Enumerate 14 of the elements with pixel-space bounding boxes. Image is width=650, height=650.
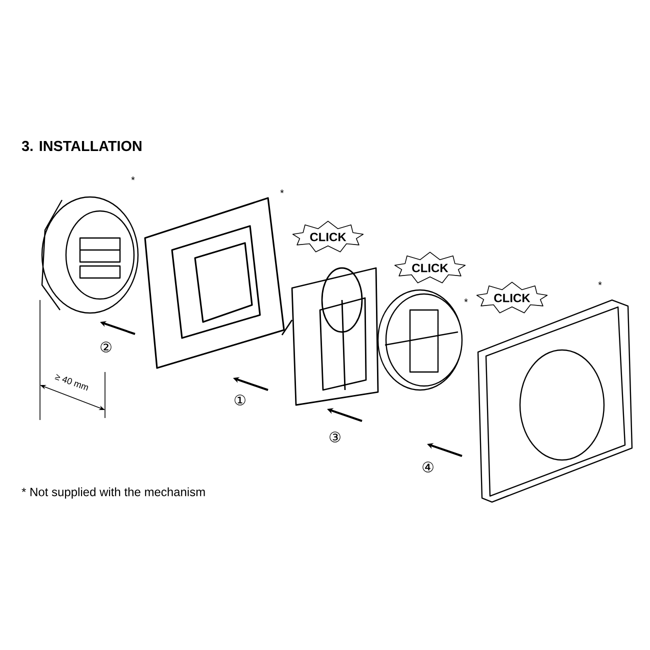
click-burst: CLICK: [292, 220, 364, 252]
asterisk: *: [131, 176, 135, 180]
callout-number: ②: [100, 342, 112, 352]
click-burst: CLICK: [476, 282, 548, 314]
asterisk: *: [598, 282, 602, 286]
click-burst: CLICK: [394, 252, 466, 284]
dimension-label: ≥ 40 mm: [54, 374, 88, 391]
asterisk: *: [464, 298, 468, 302]
callout-number: ④: [422, 462, 434, 472]
footnote: * Not supplied with the mechanism: [22, 487, 205, 499]
asterisk: *: [280, 190, 284, 194]
callout-number: ③: [330, 432, 340, 442]
title: 3. INSTALLATION: [22, 140, 142, 152]
callout-number: ①: [234, 394, 246, 406]
